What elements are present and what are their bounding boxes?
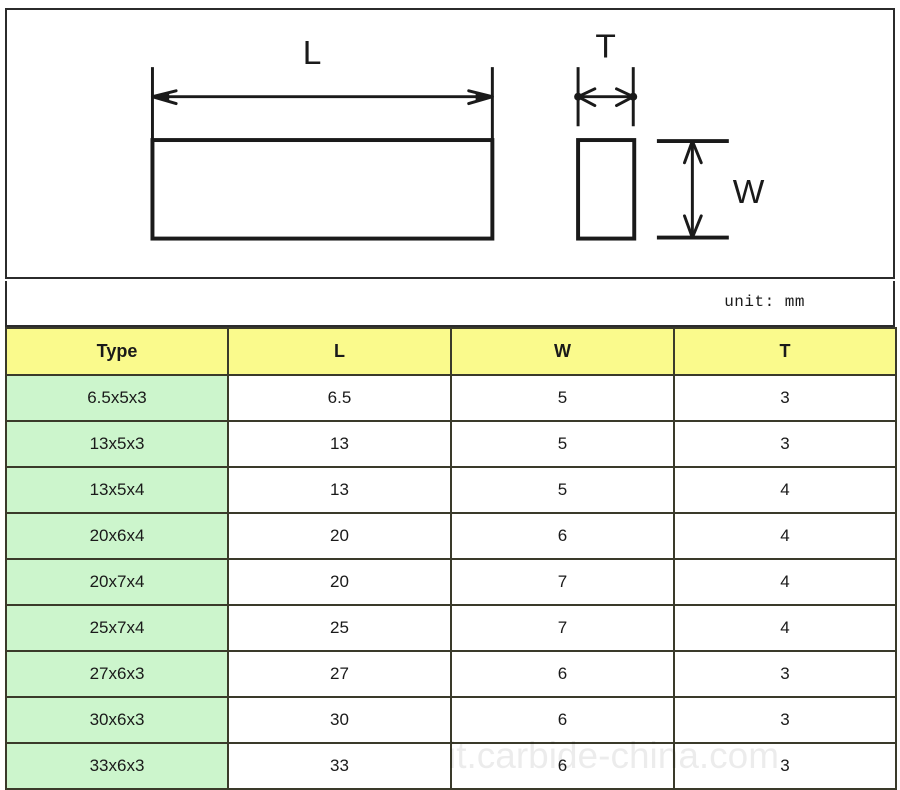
thickness-dot-left-icon xyxy=(574,92,583,101)
cell-type: 27x6x3 xyxy=(5,650,229,698)
length-dimension-group xyxy=(150,67,494,141)
cell-t: 4 xyxy=(673,512,897,560)
table-row: 13x5x3 13 5 3 xyxy=(5,420,897,468)
unit-note-row: unit: mm xyxy=(5,281,895,327)
unit-note-text: unit: mm xyxy=(724,293,805,311)
cell-l: 13 xyxy=(227,420,452,468)
specification-table: Type L W T 6.5x5x3 6.5 5 3 13x5x3 13 5 3… xyxy=(5,327,897,790)
cell-l: 6.5 xyxy=(227,374,452,422)
cell-type: 13x5x3 xyxy=(5,420,229,468)
cell-type: 33x6x3 xyxy=(5,742,229,790)
cell-t: 3 xyxy=(673,696,897,744)
table-row: 27x6x3 27 6 3 xyxy=(5,650,897,698)
column-header-type: Type xyxy=(5,327,229,376)
table-header: Type L W T xyxy=(5,327,897,376)
cell-type: 25x7x4 xyxy=(5,604,229,652)
specification-table-container: Type L W T 6.5x5x3 6.5 5 3 13x5x3 13 5 3… xyxy=(5,327,897,790)
cell-w: 7 xyxy=(450,558,675,606)
cell-l: 33 xyxy=(227,742,452,790)
cell-l: 25 xyxy=(227,604,452,652)
cell-w: 6 xyxy=(450,512,675,560)
cell-type: 20x6x4 xyxy=(5,512,229,560)
table-row: 20x6x4 20 6 4 xyxy=(5,512,897,560)
cell-w: 6 xyxy=(450,650,675,698)
cell-l: 30 xyxy=(227,696,452,744)
cell-l: 20 xyxy=(227,558,452,606)
cell-t: 3 xyxy=(673,374,897,422)
thickness-dimension-group xyxy=(574,67,638,127)
table-row: 6.5x5x3 6.5 5 3 xyxy=(5,374,897,422)
table-body: 6.5x5x3 6.5 5 3 13x5x3 13 5 3 13x5x4 13 … xyxy=(5,374,897,790)
cell-l: 20 xyxy=(227,512,452,560)
column-header-l: L xyxy=(227,327,452,376)
cell-t: 3 xyxy=(673,650,897,698)
length-arrow-solid-left-icon xyxy=(152,92,170,102)
front-view-rectangle xyxy=(150,138,495,241)
width-arrowhead-top-icon xyxy=(683,139,703,165)
side-view-rectangle xyxy=(576,138,637,241)
cell-w: 5 xyxy=(450,420,675,468)
cell-w: 6 xyxy=(450,742,675,790)
table-header-row: Type L W T xyxy=(5,327,897,376)
cell-w: 5 xyxy=(450,374,675,422)
technical-drawing-panel: L T W xyxy=(5,8,895,279)
width-dimension-group xyxy=(656,139,729,240)
cell-t: 3 xyxy=(673,742,897,790)
cell-t: 3 xyxy=(673,420,897,468)
table-row: 33x6x3 33 6 3 xyxy=(5,742,897,790)
table-row: 20x7x4 20 7 4 xyxy=(5,558,897,606)
cell-type: 30x6x3 xyxy=(5,696,229,744)
length-arrow-solid-right-icon xyxy=(475,92,493,102)
table-row: 13x5x4 13 5 4 xyxy=(5,466,897,514)
cell-type: 20x7x4 xyxy=(5,558,229,606)
cell-t: 4 xyxy=(673,466,897,514)
cell-l: 27 xyxy=(227,650,452,698)
length-label: L xyxy=(303,35,322,72)
cell-t: 4 xyxy=(673,604,897,652)
width-label: W xyxy=(733,174,765,211)
cell-w: 6 xyxy=(450,696,675,744)
cell-t: 4 xyxy=(673,558,897,606)
technical-drawing-svg: L T W xyxy=(150,28,765,241)
column-header-w: W xyxy=(450,327,675,376)
cell-type: 6.5x5x3 xyxy=(5,374,229,422)
cell-w: 7 xyxy=(450,604,675,652)
table-row: 25x7x4 25 7 4 xyxy=(5,604,897,652)
table-row: 30x6x3 30 6 3 xyxy=(5,696,897,744)
cell-type: 13x5x4 xyxy=(5,466,229,514)
thickness-dot-right-icon xyxy=(629,92,638,101)
cell-w: 5 xyxy=(450,466,675,514)
column-header-t: T xyxy=(673,327,897,376)
cell-l: 13 xyxy=(227,466,452,514)
thickness-label: T xyxy=(595,28,615,65)
width-arrowhead-bottom-icon xyxy=(683,214,703,240)
